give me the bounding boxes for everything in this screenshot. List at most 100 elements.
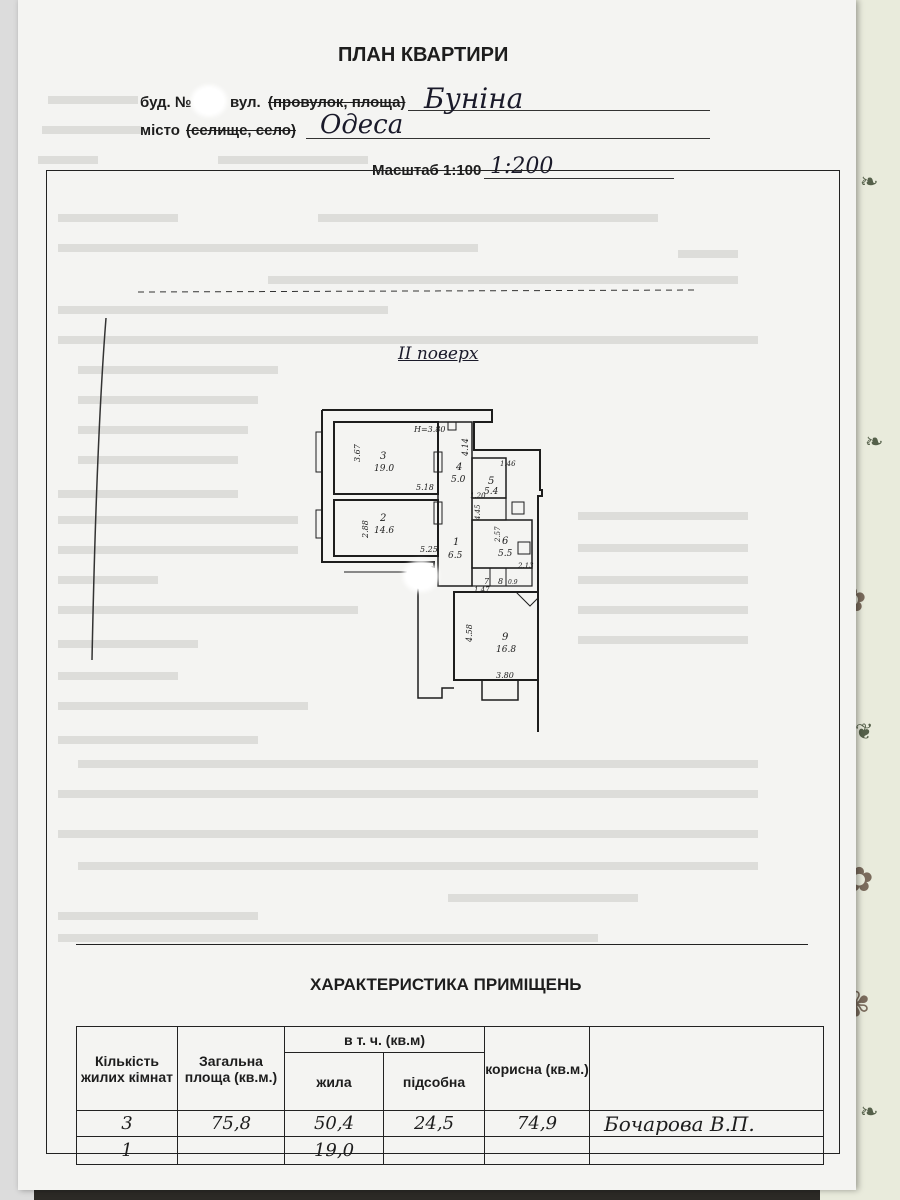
dimension-label: 3.80: [496, 671, 514, 680]
bleed-through: [58, 830, 758, 838]
street-type-struck: (провулок, площа): [268, 94, 406, 111]
room-number-6: 6: [502, 536, 509, 547]
area-room-5: 5.4: [484, 487, 499, 497]
dimension-label: 4.14: [461, 438, 470, 457]
document-sheet: ПЛАН КВАРТИРИ буд. № вул. (провулок, пло…: [18, 0, 856, 1190]
room-number-5: 5: [488, 476, 494, 487]
cell-aux: 24,5: [383, 1110, 485, 1137]
street-underline: [408, 110, 710, 111]
dimension-label: 3.67: [353, 443, 362, 462]
leaf-icon: ❦: [855, 720, 874, 745]
cell-living: 19,0: [284, 1136, 384, 1165]
header-including: в т. ч. (кв.м): [284, 1026, 485, 1053]
characteristics-header: ХАРАКТЕРИСТИКА ПРИМІЩЕНЬ: [76, 944, 808, 1027]
bleed-through: [268, 276, 738, 284]
scale-value: 1:200: [490, 154, 554, 179]
dimension-label: 4.58: [465, 624, 474, 643]
room-number-1: 1: [453, 537, 459, 548]
cell-useful: [484, 1136, 590, 1165]
bleed-through: [42, 126, 142, 134]
bleed-through: [78, 426, 248, 434]
bleed-through: [58, 606, 358, 614]
area-room-9: 16.8: [496, 645, 516, 655]
bleed-through: [448, 894, 638, 902]
header-living: жила: [284, 1052, 384, 1111]
scale-underline: [484, 178, 674, 179]
cell-rooms: 1: [76, 1136, 178, 1165]
area-room-2: 14.6: [374, 526, 394, 536]
cell-rooms: 3: [76, 1110, 178, 1137]
bleed-through: [578, 636, 748, 644]
bleed-through: [78, 366, 278, 374]
header-rooms: Кількість жилих кімнат: [76, 1026, 178, 1111]
header-total-area: Загальна площа (кв.м.): [177, 1026, 285, 1111]
bleed-through: [78, 862, 758, 870]
bleed-through: [78, 456, 238, 464]
bleed-through: [58, 934, 598, 942]
dimension-label: 1.20: [470, 492, 486, 500]
bleed-through: [38, 156, 98, 164]
floor-label: ІІ поверх: [398, 344, 479, 364]
dimension-label: 2.57: [494, 526, 502, 543]
bleed-through: [58, 672, 178, 680]
cell-total: [177, 1136, 285, 1165]
redaction-mark: [194, 88, 224, 114]
cell-useful: 74,9: [484, 1110, 590, 1137]
characteristics-title: ХАРАКТЕРИСТИКА ПРИМІЩЕНЬ: [310, 975, 582, 994]
dimension-label: 1.47: [474, 586, 490, 594]
bleed-through: [58, 546, 298, 554]
area-room-4: 5.0: [451, 475, 466, 485]
bleed-through: [58, 336, 758, 344]
area-room-3: 19.0: [374, 464, 394, 474]
dimension-label: 5.18: [416, 483, 434, 492]
bleed-through: [578, 576, 748, 584]
room-number-2: 2: [379, 513, 386, 524]
cell-signature: [589, 1136, 824, 1165]
cell-aux: [383, 1136, 485, 1165]
ceiling-height: Н=3.80: [413, 425, 446, 434]
bleed-through: [58, 516, 298, 524]
dimension-label: 4.45: [474, 504, 482, 521]
dimension-label: 0.9: [508, 579, 518, 586]
bleed-through: [58, 912, 258, 920]
bleed-through: [318, 214, 658, 222]
area-room-1: 6.5: [448, 551, 463, 561]
header-auxiliary: підсобна: [383, 1052, 485, 1111]
bleed-through: [578, 606, 748, 614]
bleed-through: [58, 244, 478, 252]
document-title: ПЛАН КВАРТИРИ: [338, 44, 509, 66]
room-number-3: 3: [380, 451, 386, 462]
dimension-label: 5.25: [420, 545, 438, 554]
bleed-through: [58, 576, 158, 584]
cell-total: 75,8: [177, 1110, 285, 1137]
bleed-through: [58, 214, 178, 222]
bleed-through: [578, 544, 748, 552]
floor-plan: 3 2 1 4 5 6 7 8 9 19.0 14.6 6.5 5.0 5.4 …: [315, 409, 543, 732]
room-number-8: 8: [498, 577, 503, 586]
signature: Бочарова В.П.: [589, 1110, 824, 1137]
leaf-icon: ❧: [865, 430, 884, 455]
bleed-through: [218, 156, 368, 164]
leaf-icon: ❧: [860, 170, 879, 195]
dimension-label: 2.88: [361, 520, 370, 539]
dimension-label: 2.13: [517, 562, 534, 570]
dimension-label: 1.46: [500, 460, 516, 468]
leaf-icon: ❧: [860, 1100, 879, 1125]
cell-living: 50,4: [284, 1110, 384, 1137]
city-type-struck: (селище, село): [186, 122, 296, 139]
bleed-through: [58, 790, 758, 798]
room-number-7: 7: [484, 577, 490, 586]
bleed-through: [678, 250, 738, 258]
city-underline: [306, 138, 710, 139]
room-number-4: 4: [455, 462, 462, 473]
bleed-through: [48, 96, 138, 104]
header-useful-area: корисна (кв.м.): [484, 1026, 590, 1111]
bleed-through: [58, 306, 388, 314]
bleed-through: [58, 640, 198, 648]
city-label: місто: [140, 122, 180, 139]
building-label: буд. №: [140, 94, 192, 111]
bleed-through: [578, 512, 748, 520]
bleed-through: [78, 760, 758, 768]
bleed-through: [58, 736, 258, 744]
bleed-through: [58, 702, 308, 710]
